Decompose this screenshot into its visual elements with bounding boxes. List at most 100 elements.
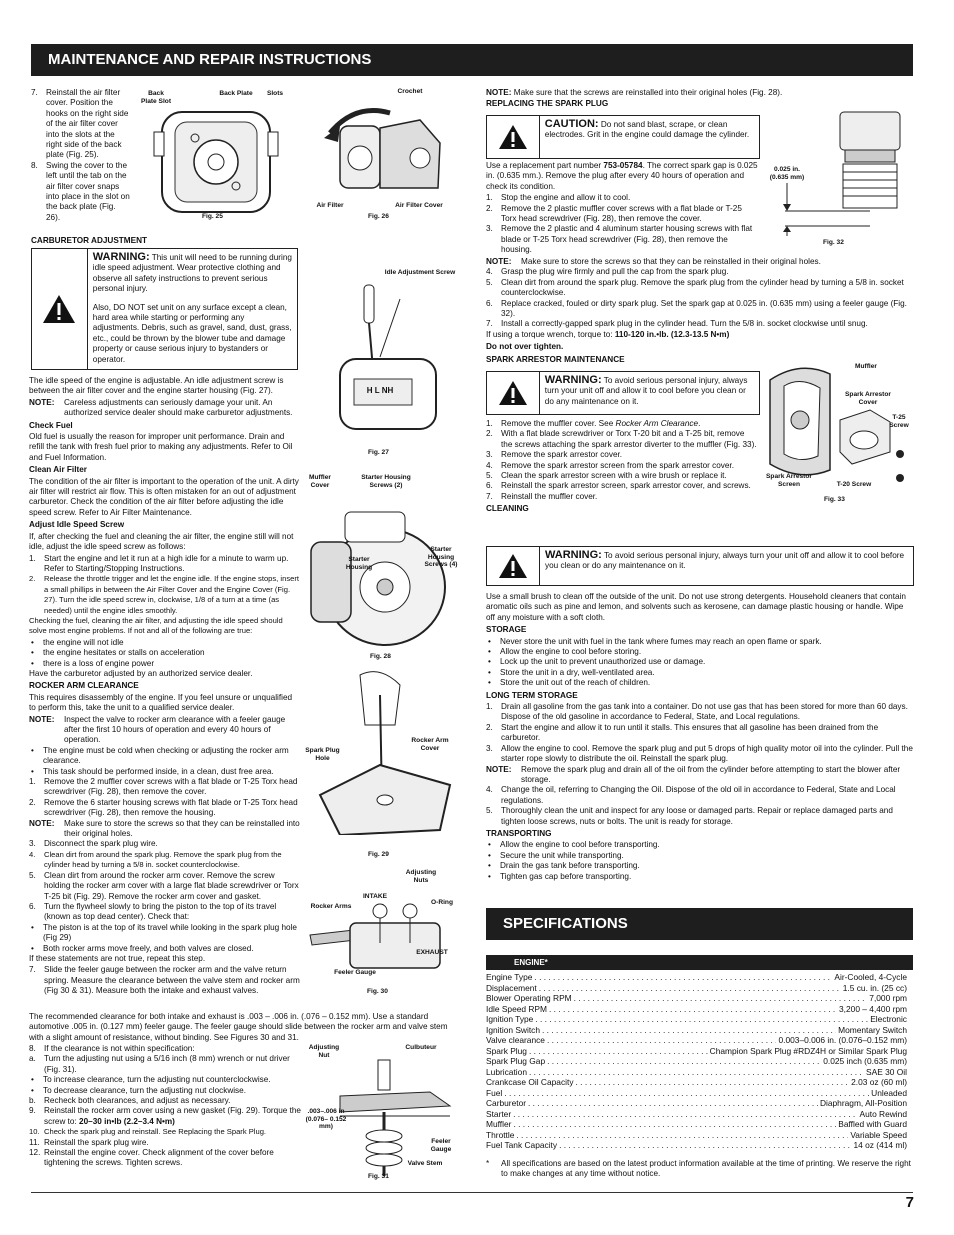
spec-value: 14 oz (414 ml) bbox=[853, 1140, 907, 1150]
label-air-filter: Air Filter bbox=[316, 202, 344, 209]
warning-triangle-icon bbox=[487, 547, 540, 585]
label-adjusting-nut: Adjusting Nut bbox=[308, 1044, 340, 1059]
spec-value: Baffled with Guard bbox=[838, 1119, 907, 1129]
spec-row: Valve clearance 0.003–0.006 in. (0.076–0.… bbox=[486, 1035, 907, 1046]
spec-value: 1.5 cu. in. (25 cc) bbox=[842, 982, 907, 993]
spec-leader-dots bbox=[574, 993, 868, 1004]
engine-header: ENGINE* bbox=[486, 955, 913, 970]
spec-key: Fuel bbox=[486, 1087, 503, 1098]
spec-key: Crankcase Oil Capacity bbox=[486, 1077, 574, 1087]
spec-key: Valve clearance bbox=[486, 1035, 545, 1045]
label-back-plate: Back Plate bbox=[219, 90, 253, 97]
caution-triangle-icon bbox=[487, 116, 540, 158]
figure-27: Idle Adjustment Screw H L NH Fig. 27 bbox=[330, 265, 460, 460]
fig-26-caption: Fig. 26 bbox=[368, 213, 389, 220]
cleaning-storage-text: Use a small brush to clean off the outsi… bbox=[486, 592, 914, 882]
label-gap-32: 0.025 in. (0.635 mm) bbox=[769, 166, 805, 181]
spec-leader-dots bbox=[576, 1077, 850, 1088]
spec-key: Engine Type bbox=[486, 972, 533, 982]
spec-key: Muffler bbox=[486, 1119, 512, 1129]
engine-drawing bbox=[310, 511, 446, 646]
spec-row: Lubrication SAE 30 Oil bbox=[486, 1067, 907, 1078]
label-rocker-arms: Rocker Arms bbox=[310, 903, 352, 910]
label-crochet: Crochet bbox=[397, 88, 423, 95]
spec-row: CarburetorDiaphragm, All-Position bbox=[486, 1098, 907, 1109]
spec-key: Fuel Tank Capacity bbox=[486, 1140, 558, 1150]
spec-key: Idle Speed RPM bbox=[486, 1003, 547, 1014]
spec-key: Spark Plug Gap bbox=[486, 1056, 546, 1066]
spec-leader-dots bbox=[534, 972, 832, 983]
carburetor-heading: CARBURETOR ADJUSTMENT bbox=[31, 236, 147, 245]
spec-row: Spark Plug Gap 0.025 inch (0.635 mm) bbox=[486, 1056, 907, 1067]
back-plate-drawing bbox=[153, 111, 279, 213]
rocker-cover-drawing bbox=[318, 671, 452, 835]
fig-30-caption: Fig. 30 bbox=[367, 988, 388, 995]
spec-row: Idle Speed RPM3,200 – 4,400 rpm bbox=[486, 1004, 907, 1015]
spec-leader-dots bbox=[504, 1088, 869, 1099]
spec-value: Auto Rewind bbox=[859, 1108, 908, 1119]
label-muffler: Muffler bbox=[855, 363, 877, 370]
label-rocker-arm-cover: Rocker Arm Cover bbox=[411, 737, 449, 752]
spec-value: Electronic bbox=[870, 1014, 907, 1024]
section-title: MAINTENANCE AND REPAIR INSTRUCTIONS bbox=[48, 51, 372, 68]
section-banner-maintenance: MAINTENANCE AND REPAIR INSTRUCTIONS bbox=[31, 44, 913, 76]
spec-leader-dots bbox=[529, 1067, 864, 1078]
spec-row: Displacement 1.5 cu. in. (25 cc) bbox=[486, 983, 907, 994]
spec-value: 0.025 inch (0.635 mm) bbox=[823, 1056, 907, 1066]
spec-key: Displacement bbox=[486, 982, 537, 993]
label-slots: Slots bbox=[266, 90, 284, 97]
label-air-filter-cover: Air Filter Cover bbox=[395, 202, 443, 209]
spec-value: SAE 30 Oil bbox=[866, 1066, 907, 1077]
spec-leader-dots bbox=[547, 1056, 821, 1067]
spec-leader-dots bbox=[528, 1098, 818, 1109]
spec-value: 2.03 oz (60 ml) bbox=[851, 1077, 907, 1087]
spec-value: 0.003–0.006 in. (0.076–0.152 mm) bbox=[778, 1035, 907, 1045]
spec-leader-dots bbox=[549, 1004, 837, 1015]
valve-clearance-drawing bbox=[339, 1059, 452, 1176]
spec-value: Unleaded bbox=[871, 1087, 907, 1098]
label-spark-arrestor-screen: Spark Arrestor Screen bbox=[766, 473, 812, 488]
warning-box-cleaning: WARNING: To avoid serious personal injur… bbox=[486, 546, 914, 586]
spec-leader-dots bbox=[529, 1046, 708, 1057]
label-idle-adjustment-screw: Idle Adjustment Screw bbox=[384, 269, 456, 276]
spec-table: Engine TypeAir-Cooled, 4-CycleDisplaceme… bbox=[486, 972, 907, 1151]
carburetor-heading-block: CARBURETOR ADJUSTMENT bbox=[31, 234, 301, 247]
figure-32: 0.025 in. (0.635 mm) Fig. 32 bbox=[765, 108, 915, 248]
spec-key: Carburetor bbox=[486, 1098, 527, 1108]
spec-row: Ignition SwitchMomentary Switch bbox=[486, 1025, 907, 1036]
figure-33: Muffler Spark Arrestor Cover T-25 Screw … bbox=[760, 360, 915, 505]
spec-key: Ignition Type bbox=[486, 1014, 534, 1024]
label-starter-housing-screws-2: Starter Housing Screws (2) bbox=[361, 474, 411, 489]
spec-row: ThrottleVariable Speed bbox=[486, 1130, 907, 1141]
spec-key: Throttle bbox=[486, 1129, 515, 1140]
spark-plug-steps-cont: NOTE:Make sure to store the screws so th… bbox=[486, 257, 907, 364]
fig-33-caption: Fig. 33 bbox=[824, 496, 845, 503]
specifications-title: SPECIFICATIONS bbox=[503, 915, 628, 932]
spec-key: Lubrication bbox=[486, 1066, 527, 1077]
label-starter-housing-screws-4: Starter Housing Screws (4) bbox=[424, 546, 458, 568]
right-top-note: NOTE: Make sure that the screws are rein… bbox=[486, 88, 783, 109]
fig-31-caption: Fig. 31 bbox=[368, 1173, 389, 1180]
label-intake: INTAKE bbox=[362, 893, 388, 900]
spec-row: Fuel Tank Capacity 14 oz (414 ml) bbox=[486, 1140, 907, 1151]
warning-box-arrestor: WARNING: To avoid serious personal injur… bbox=[486, 371, 760, 415]
fig-32-caption: Fig. 32 bbox=[823, 239, 844, 246]
clearance-paragraph: The recommended clearance for both intak… bbox=[29, 1012, 448, 1042]
spec-key: Spark Plug bbox=[486, 1045, 527, 1056]
label-back-plate-slot: Back Plate Slot bbox=[140, 90, 172, 105]
spec-value: Air-Cooled, 4-Cycle bbox=[834, 972, 907, 982]
fig-28-caption: Fig. 28 bbox=[370, 653, 391, 660]
warning-triangle-icon bbox=[487, 372, 540, 414]
label-culbuteur: Culbuteur bbox=[405, 1044, 437, 1051]
spec-value: Momentary Switch bbox=[838, 1024, 907, 1035]
label-t25-screw: T-25 Screw bbox=[889, 414, 909, 429]
spec-row: StarterAuto Rewind bbox=[486, 1109, 907, 1120]
spec-footnote: *All specifications are based on the lat… bbox=[486, 1159, 911, 1179]
fig-29-caption: Fig. 29 bbox=[368, 851, 389, 858]
spec-leader-dots bbox=[539, 983, 841, 994]
warning-triangle-icon bbox=[32, 249, 88, 369]
spec-leader-dots bbox=[559, 1140, 851, 1151]
fig-25-caption: Fig. 25 bbox=[202, 213, 223, 220]
spec-key: Blower Operating RPM bbox=[486, 993, 572, 1003]
label-feeler-gauge-2: Feeler Gauge bbox=[430, 1138, 452, 1153]
